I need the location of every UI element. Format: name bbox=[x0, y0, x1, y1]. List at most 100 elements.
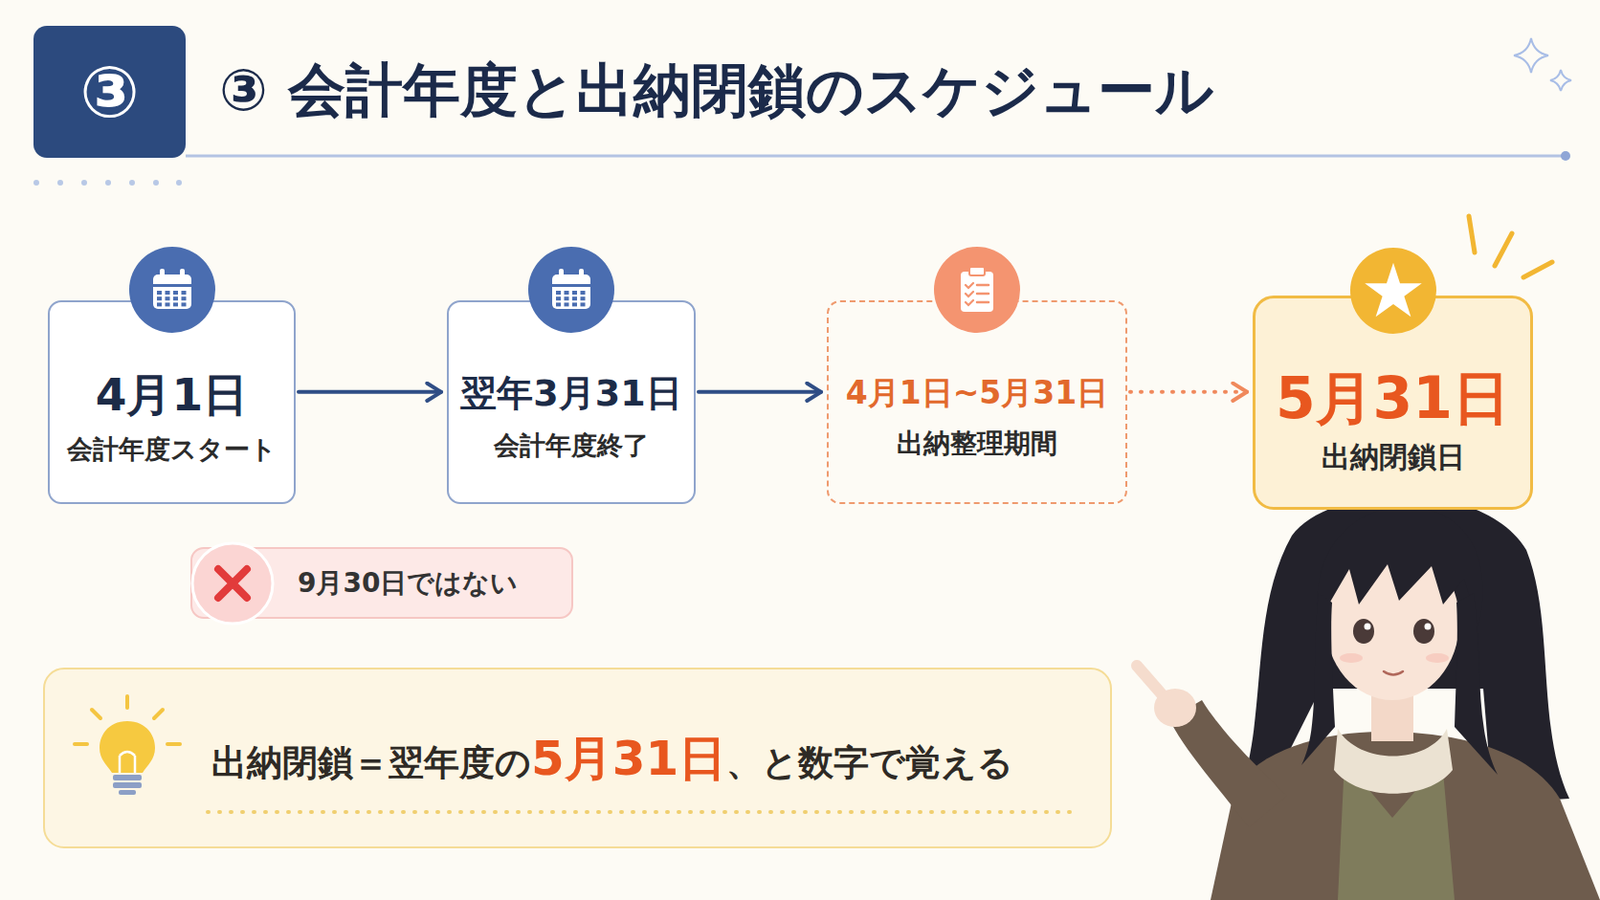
bulb-base bbox=[112, 775, 142, 781]
icon-glyph bbox=[552, 268, 591, 310]
dot bbox=[153, 179, 159, 186]
dot bbox=[81, 179, 88, 186]
badge-number: ③ bbox=[33, 25, 186, 158]
cross-mark bbox=[218, 569, 247, 599]
ray bbox=[1494, 233, 1512, 267]
calendar-ring bbox=[558, 268, 564, 280]
dot-row bbox=[33, 179, 182, 186]
closing-date-box: 5月31日出納閉鎖日 bbox=[1252, 295, 1534, 511]
clipboard-body bbox=[960, 271, 994, 312]
dot bbox=[33, 179, 40, 186]
flow-arrow bbox=[1130, 390, 1247, 395]
icon-glyph bbox=[1364, 263, 1423, 318]
flow-arrow bbox=[698, 390, 822, 395]
eye bbox=[1413, 619, 1435, 645]
blush bbox=[1425, 653, 1449, 664]
calendar-ring bbox=[159, 268, 165, 280]
box-heading: 9月30日ではない bbox=[297, 567, 518, 600]
icon-disc bbox=[933, 246, 1021, 334]
tip-box: 出納閉鎖＝翌年度の5月31日、と数字で覚える bbox=[43, 667, 1112, 849]
box-text: 、と数字で覚える bbox=[726, 742, 1014, 785]
box-text: 会計年度終了 bbox=[493, 430, 649, 462]
icon-disc bbox=[1350, 247, 1437, 334]
box-text: 出納整理期間 bbox=[896, 427, 1058, 461]
highlight-rays bbox=[1468, 216, 1553, 278]
calendar-band bbox=[552, 284, 591, 288]
calendar-cell bbox=[180, 302, 186, 307]
calendar-cell bbox=[572, 302, 578, 307]
check-mark bbox=[965, 283, 974, 289]
icon-glyph bbox=[960, 266, 994, 312]
side-hair bbox=[1454, 593, 1498, 776]
box-text: 5月31日 bbox=[531, 730, 727, 788]
calendar-cell bbox=[572, 296, 578, 301]
check-mark bbox=[965, 300, 974, 306]
guide-character bbox=[1136, 496, 1600, 900]
dotted-underline bbox=[203, 807, 1075, 818]
side-hair bbox=[1301, 593, 1335, 766]
dot bbox=[129, 179, 135, 186]
blush bbox=[1339, 653, 1363, 664]
check-line bbox=[977, 292, 989, 296]
date-box: 4月1日会計年度スタート bbox=[47, 300, 296, 505]
box-heading: 出納閉鎖＝翌年度の bbox=[211, 742, 532, 785]
calendar-cell bbox=[164, 302, 170, 307]
calendar-cell bbox=[572, 290, 578, 295]
sparkle bbox=[1513, 38, 1549, 73]
calendar-body bbox=[552, 274, 591, 310]
bulb-ray bbox=[74, 742, 88, 747]
ray bbox=[1468, 216, 1475, 253]
calendar-cell bbox=[173, 302, 178, 307]
calendar-cell bbox=[564, 296, 570, 301]
star-glyph bbox=[1364, 263, 1423, 318]
calendar-cell bbox=[180, 290, 186, 295]
eye bbox=[1353, 619, 1375, 645]
calendar-cell bbox=[580, 302, 586, 307]
box-heading: 翌年3月31日 bbox=[460, 372, 682, 417]
check-line bbox=[977, 284, 989, 288]
calendar-cell bbox=[564, 290, 570, 295]
calendar-cell bbox=[164, 290, 170, 295]
calendar-body bbox=[153, 274, 192, 310]
box-heading: 4月1日~5月31日 bbox=[845, 374, 1109, 413]
box-heading: 5月31日 bbox=[1275, 363, 1511, 433]
bulb-filament bbox=[119, 752, 135, 774]
eye-light bbox=[1364, 623, 1372, 631]
icon-glyph bbox=[153, 268, 192, 310]
period-box: 4月1日~5月31日出納整理期間 bbox=[826, 300, 1128, 505]
box-text: 会計年度スタート bbox=[66, 434, 277, 466]
bulb-ray bbox=[91, 710, 101, 719]
check-line bbox=[977, 301, 989, 305]
warning-pill: 9月30日ではない bbox=[190, 547, 574, 620]
calendar-cell bbox=[156, 296, 162, 301]
box-heading: 4月1日 bbox=[95, 368, 248, 423]
mouth bbox=[1383, 671, 1403, 676]
bulb-glass bbox=[99, 721, 156, 774]
calendar-cell bbox=[173, 296, 178, 301]
calendar-cell bbox=[180, 296, 186, 301]
check-mark bbox=[965, 291, 974, 297]
calendar-cell bbox=[555, 302, 561, 307]
cross-icon bbox=[188, 539, 277, 628]
clipboard-clip bbox=[969, 266, 985, 276]
calendar-cell bbox=[555, 290, 561, 295]
icon-disc bbox=[129, 246, 216, 334]
bulb-ray bbox=[167, 742, 180, 747]
box-icon bbox=[1347, 244, 1440, 337]
scarf bbox=[1333, 729, 1453, 795]
box-icon bbox=[931, 244, 1023, 336]
eye-light bbox=[1424, 623, 1432, 631]
underline-dots bbox=[207, 810, 1071, 815]
title-rule bbox=[185, 155, 1562, 158]
dot bbox=[57, 179, 64, 186]
calendar-cell bbox=[564, 302, 570, 307]
calendar-band bbox=[153, 284, 192, 288]
badge-box bbox=[33, 25, 186, 158]
hand bbox=[1154, 688, 1197, 728]
box-text: 出納閉鎖日 bbox=[1321, 440, 1466, 475]
bulb-icon bbox=[65, 688, 190, 814]
calendar-cell bbox=[580, 290, 586, 295]
calendar-cell bbox=[555, 296, 561, 301]
calendar-ring bbox=[179, 268, 185, 280]
